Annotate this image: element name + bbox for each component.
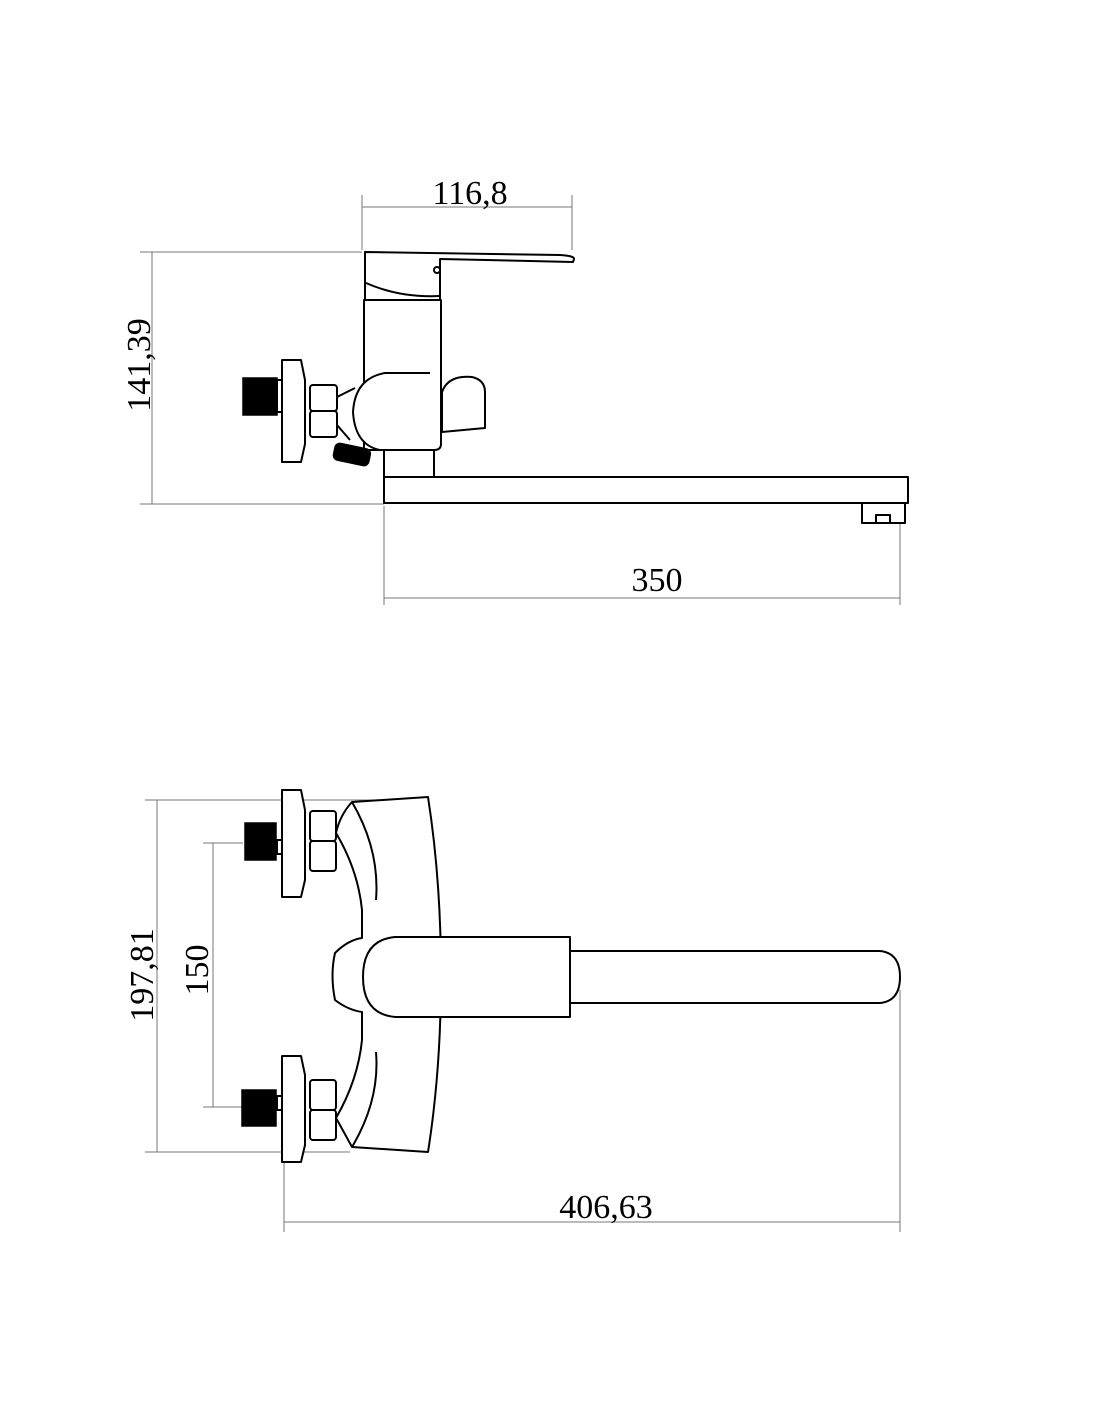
dimension-label-spout-reach: 350 — [632, 562, 683, 599]
spout-swivel — [383, 449, 435, 478]
side-view: 116,8 141,39 350 — [121, 175, 909, 605]
spout — [569, 950, 901, 1004]
lever-cap-line — [365, 282, 441, 298]
inlet-thread-collar — [276, 379, 283, 413]
upper-inlet — [244, 789, 337, 898]
wall-flange — [281, 359, 306, 463]
inlet-thread-collar — [276, 839, 283, 855]
spout — [383, 476, 909, 504]
lever-handle — [364, 251, 576, 301]
inlet-thread — [242, 377, 278, 416]
body-contour-upper — [351, 801, 378, 901]
hex-nut-lower — [309, 1109, 337, 1141]
hex-nut-upper — [309, 810, 337, 842]
dimension-label-length: 406,63 — [559, 1189, 653, 1226]
dimension-label-inlet-spacing: 150 — [179, 945, 216, 996]
wall-flange — [281, 1055, 306, 1163]
dimension-label-depth: 197,81 — [124, 928, 161, 1022]
diverter-knob — [441, 375, 486, 433]
lever-handle — [362, 936, 571, 1018]
dimension-label-height: 141,39 — [121, 318, 158, 412]
hex-nut-upper — [309, 384, 338, 412]
lower-inlet — [241, 1055, 337, 1163]
inlet-thread — [244, 822, 277, 861]
side-view-dimensions: 116,8 141,39 350 — [121, 175, 901, 605]
top-view: 197,81 150 406,63 — [124, 789, 901, 1232]
inlet-thread — [241, 1089, 277, 1127]
wall-flange — [281, 789, 306, 898]
hex-nut-lower — [309, 410, 338, 438]
aerator-outlet — [875, 514, 891, 524]
inlet-thread-collar — [276, 1095, 283, 1111]
hex-nut-lower — [309, 840, 337, 872]
inlet-connector-lines — [336, 387, 356, 441]
dimension-label-lever-width: 116,8 — [432, 175, 507, 212]
lever-screw — [433, 266, 441, 274]
shower-outlet-thread — [332, 442, 372, 467]
hex-nut-upper — [309, 1079, 337, 1111]
body-contour-lower — [351, 1051, 378, 1148]
inlet-housing — [352, 372, 430, 451]
